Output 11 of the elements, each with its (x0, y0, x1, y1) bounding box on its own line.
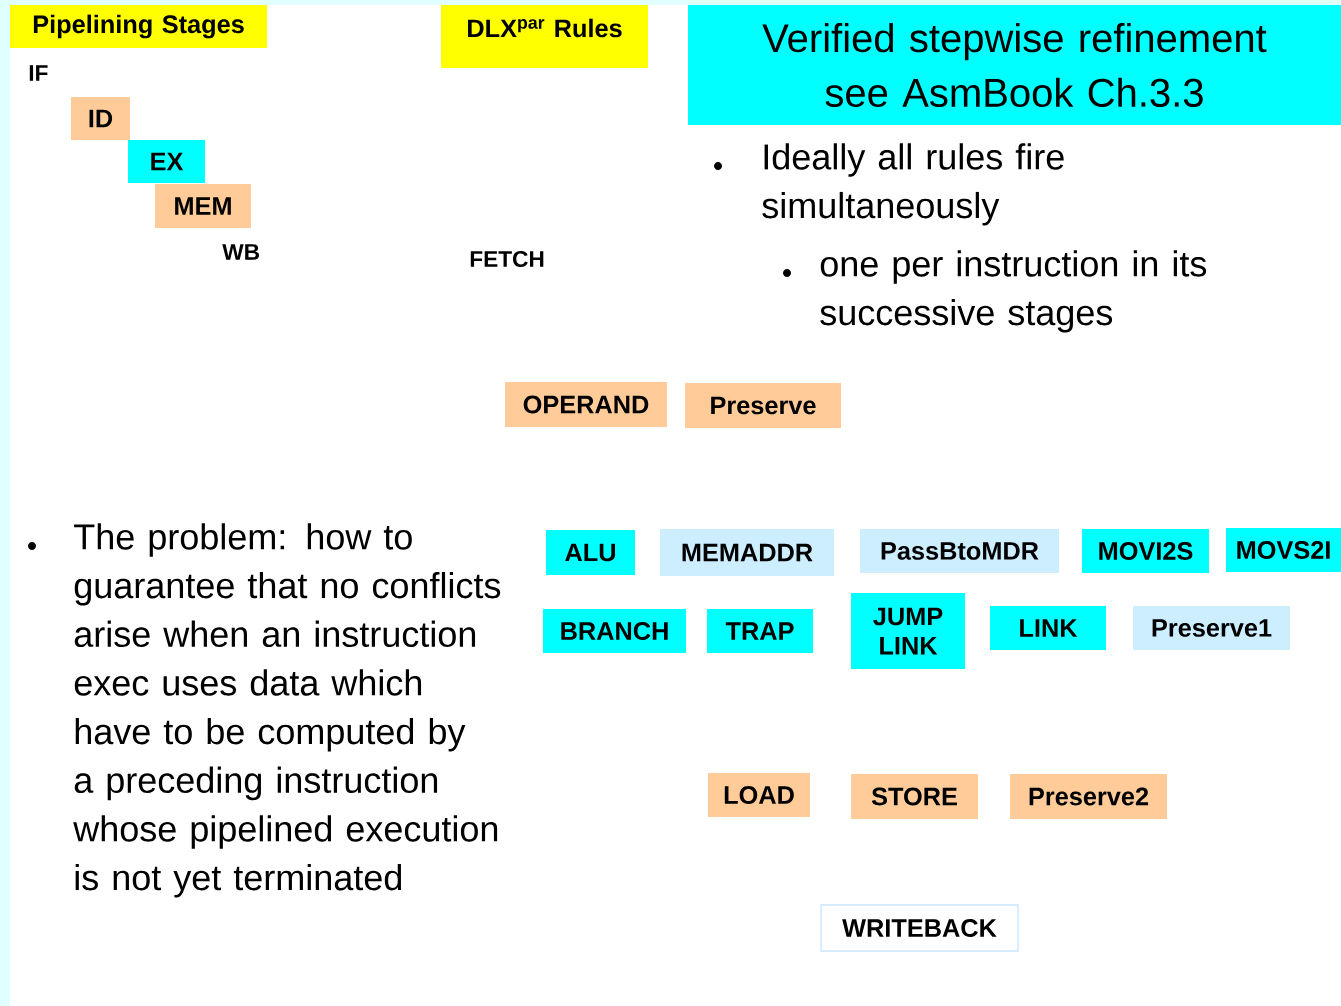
title-banner: Verified stepwise refinement see AsmBook Ch.3.3 (688, 5, 1341, 125)
stage-heading: Pipelining Stages (10, 5, 267, 48)
rules-heading: DLX$^{par}$ Rules (441, 5, 648, 68)
stage-label: IF (29, 65, 48, 81)
stage-box: ID (71, 97, 130, 140)
bullet-text: The problem: how to guarantee that no conflicts arise when an instruction exec uses data which have to be computed by a preceding instruction whose pipelined execution is not yet terminated (73, 523, 501, 898)
stage-label: WB (222, 244, 259, 260)
rule-label: FETCH (470, 251, 544, 268)
stage-box: EX (128, 140, 205, 183)
bullet-text: one per instruction in its successive stages (820, 250, 1207, 333)
stage-box: MEM (155, 184, 251, 228)
